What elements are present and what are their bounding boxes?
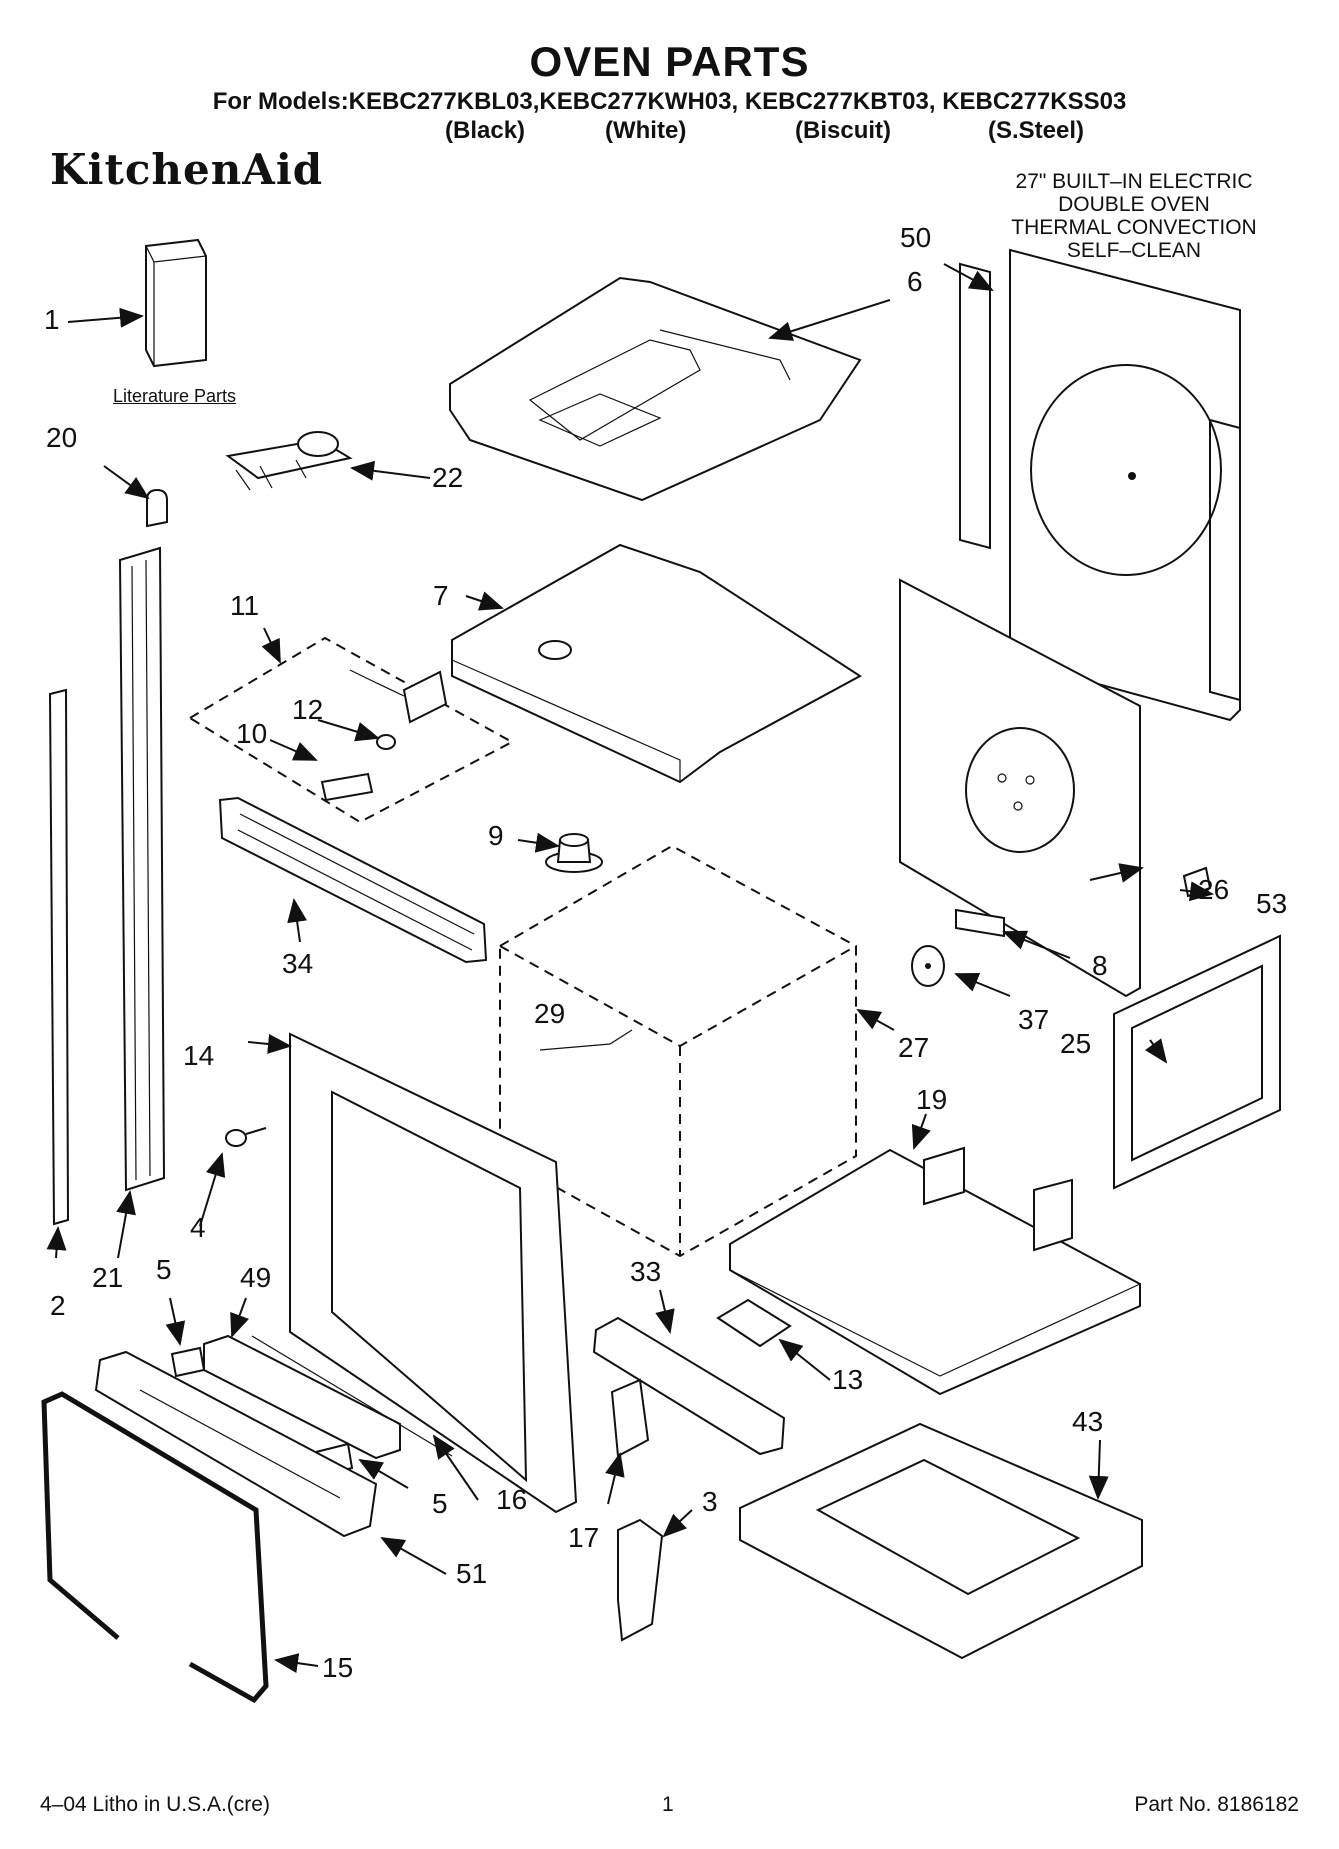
side-trim-left bbox=[48, 688, 70, 1226]
callout-2: 2 bbox=[50, 1290, 66, 1321]
callout-21: 21 bbox=[92, 1262, 124, 1293]
callout-8: 8 bbox=[1092, 950, 1108, 981]
callout-50: 50 bbox=[900, 222, 932, 253]
bottom-tray bbox=[729, 1146, 1141, 1396]
callout-10: 10 bbox=[236, 718, 268, 749]
callout-29: 29 bbox=[534, 998, 566, 1029]
callout-53: 53 bbox=[1256, 888, 1288, 919]
callout-43: 43 bbox=[1072, 1406, 1104, 1437]
part-number: Part No. 8186182 bbox=[1134, 1793, 1299, 1816]
vent-grille bbox=[218, 796, 488, 964]
callout-22: 22 bbox=[432, 462, 464, 493]
hinge-bracket bbox=[610, 1378, 650, 1458]
callout-12: 12 bbox=[292, 694, 324, 725]
bottom-pan bbox=[739, 1422, 1143, 1660]
bottom-bracket bbox=[716, 1298, 792, 1348]
brand-logo: KitchenAid bbox=[50, 145, 324, 194]
screw bbox=[225, 1127, 267, 1147]
footer-litho: 4–04 Litho in U.S.A.(cre) bbox=[40, 1793, 270, 1816]
top-panel bbox=[451, 543, 862, 784]
page-number: 1 bbox=[662, 1793, 674, 1816]
callout-5-lower: 5 bbox=[432, 1488, 448, 1519]
kick-plate bbox=[94, 1350, 378, 1538]
page-title: OVEN PARTS bbox=[529, 38, 810, 85]
callout-6: 6 bbox=[907, 266, 923, 297]
product-line-2: DOUBLE OVEN bbox=[1058, 193, 1210, 216]
back-panel bbox=[959, 248, 1241, 722]
callout-4: 4 bbox=[190, 1212, 206, 1243]
callout-37: 37 bbox=[1018, 1004, 1050, 1035]
callout-7: 7 bbox=[433, 580, 449, 611]
cap-part bbox=[146, 488, 168, 528]
callout-51: 51 bbox=[456, 1558, 488, 1589]
callout-49: 49 bbox=[240, 1262, 272, 1293]
product-line-3: THERMAL CONVECTION bbox=[1011, 216, 1257, 239]
mount-bracket bbox=[617, 1518, 664, 1642]
callout-11: 11 bbox=[230, 590, 260, 621]
callout-15: 15 bbox=[322, 1652, 354, 1683]
color-stainless: (S.Steel) bbox=[988, 117, 1085, 144]
front-channel bbox=[592, 1316, 786, 1456]
callout-9: 9 bbox=[488, 820, 504, 851]
side-frame bbox=[1113, 934, 1281, 1190]
callout-20: 20 bbox=[46, 422, 78, 453]
callout-16: 16 bbox=[496, 1484, 528, 1515]
callout-13: 13 bbox=[832, 1364, 864, 1395]
product-line-4: SELF–CLEAN bbox=[1066, 239, 1202, 262]
rear-wall bbox=[899, 578, 1141, 998]
top-vent-cover bbox=[449, 276, 862, 502]
callout-3: 3 bbox=[702, 1486, 718, 1517]
model-list: For Models:KEBC277KBL03,KEBC277KWH03, KE… bbox=[212, 88, 1127, 115]
callout-26: 26 bbox=[1198, 874, 1230, 905]
door-gasket bbox=[41, 1391, 269, 1704]
literature-booklet bbox=[145, 238, 207, 368]
callout-leaders bbox=[46, 263, 1214, 1674]
front-frame bbox=[289, 1032, 578, 1514]
color-biscuit: (Biscuit) bbox=[795, 117, 891, 144]
callout-17: 17 bbox=[568, 1522, 600, 1553]
callout-5-upper: 5 bbox=[156, 1254, 172, 1285]
literature-parts-label: Literature Parts bbox=[113, 386, 237, 406]
callout-1: 1 bbox=[44, 304, 60, 335]
side-trim-right bbox=[118, 546, 166, 1192]
temperature-sensor bbox=[911, 945, 945, 987]
callout-25: 25 bbox=[1060, 1028, 1092, 1059]
switch-assembly bbox=[225, 431, 353, 491]
color-white: (White) bbox=[605, 117, 687, 144]
light-kit-group bbox=[188, 636, 515, 824]
callout-14: 14 bbox=[183, 1040, 215, 1071]
callout-19: 19 bbox=[916, 1084, 948, 1115]
product-line-1: 27" BUILT–IN ELECTRIC bbox=[1015, 170, 1253, 193]
callout-33: 33 bbox=[630, 1256, 662, 1287]
thermostat-knob bbox=[545, 833, 603, 873]
color-black: (Black) bbox=[445, 117, 526, 144]
callout-27: 27 bbox=[898, 1032, 930, 1063]
callout-34: 34 bbox=[282, 948, 314, 979]
